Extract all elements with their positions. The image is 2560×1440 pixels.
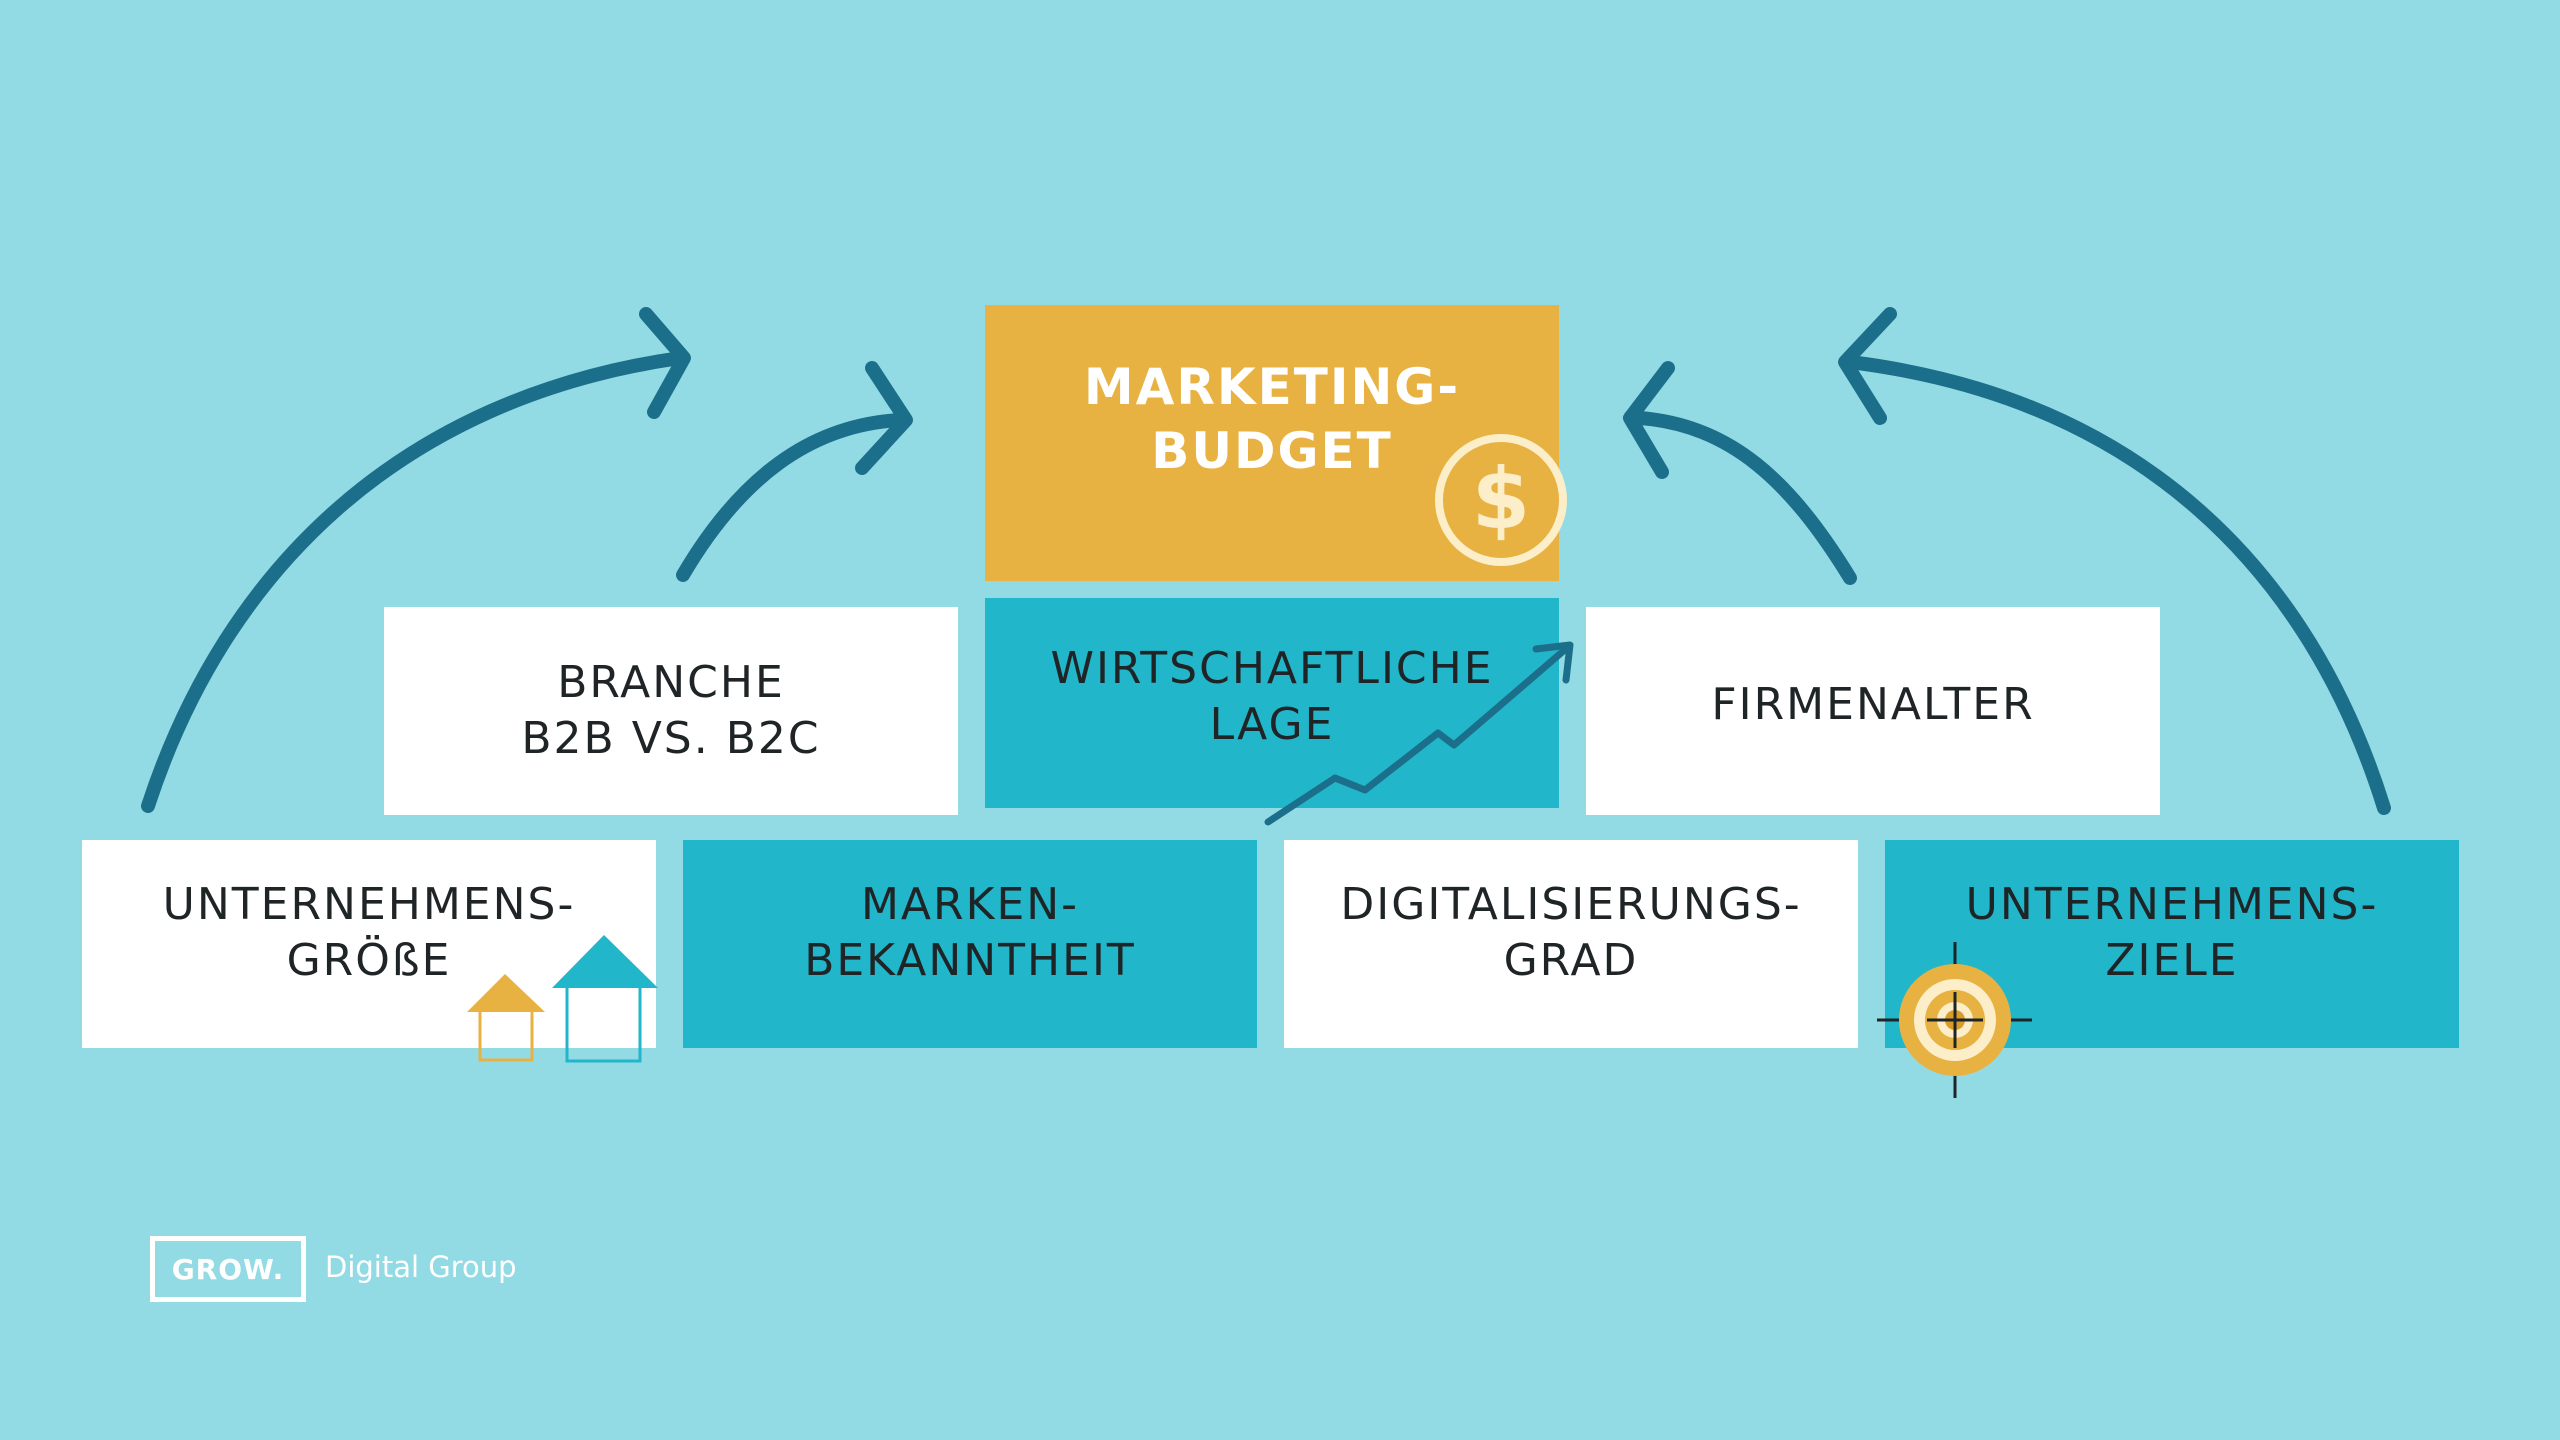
branche-line2: B2B VS. B2C bbox=[521, 713, 821, 764]
unternehmensziele-line2: ZIELE bbox=[2105, 935, 2239, 986]
arrow-outer-right-head bbox=[1838, 307, 1897, 425]
arrow-outer-right bbox=[1843, 355, 2391, 815]
target-icon bbox=[1877, 942, 2032, 1098]
markenbekanntheit-box: MARKEN- BEKANNTHEIT bbox=[683, 840, 1257, 1048]
wirtschaftliche-lage-line1: WIRTSCHAFTLICHE bbox=[1050, 642, 1494, 694]
arrow-outer-left bbox=[141, 351, 687, 813]
marketing-budget-line2: BUDGET bbox=[1151, 422, 1393, 480]
unternehmensziele-line1: UNTERNEHMENS- bbox=[1965, 878, 2379, 930]
wirtschaftliche-lage-line2: LAGE bbox=[1209, 699, 1335, 750]
firmenalter-box: FIRMENALTER bbox=[1586, 607, 2160, 815]
rising-trend-arrow-icon bbox=[1264, 641, 1574, 826]
arrow-inner-left-head bbox=[855, 361, 913, 475]
marketing-budget-line1: MARKETING- bbox=[1083, 358, 1461, 416]
arrow-inner-left bbox=[676, 413, 907, 582]
marketing-budget-box: MARKETING- BUDGET bbox=[985, 305, 1559, 581]
branche-line1: BRANCHE bbox=[557, 656, 785, 708]
houses-icon bbox=[467, 935, 658, 1063]
unternehmensgroesse-box: UNTERNEHMENS- GRÖßE bbox=[82, 840, 656, 1048]
digitalisierungsgrad-box: DIGITALISIERUNGS- GRAD bbox=[1284, 840, 1858, 1048]
dollar-coin-icon: $ bbox=[1435, 434, 1567, 566]
unternehmensgroesse-line1: UNTERNEHMENS- bbox=[162, 878, 576, 930]
svg-text:$: $ bbox=[1472, 450, 1530, 548]
company-name: Digital Group bbox=[325, 1250, 517, 1284]
arrow-outer-left-head bbox=[639, 307, 691, 419]
firmenalter-line1: FIRMENALTER bbox=[1711, 678, 2035, 730]
arrow-inner-right bbox=[1633, 411, 1857, 585]
markenbekanntheit-line2: BEKANNTHEIT bbox=[804, 935, 1136, 986]
grow-logo-text: GROW. bbox=[171, 1252, 285, 1286]
arrow-inner-right-head bbox=[1623, 361, 1675, 479]
unternehmensgroesse-line2: GRÖßE bbox=[286, 935, 452, 986]
digitalisierungsgrad-line2: GRAD bbox=[1503, 935, 1639, 986]
markenbekanntheit-line1: MARKEN- bbox=[860, 878, 1080, 930]
digitalisierungsgrad-line1: DIGITALISIERUNGS- bbox=[1340, 878, 1802, 930]
grow-logo-mark: GROW. bbox=[150, 1236, 306, 1302]
branche-box: BRANCHE B2B VS. B2C bbox=[384, 607, 958, 815]
wirtschaftliche-lage-box: WIRTSCHAFTLICHE LAGE bbox=[985, 598, 1559, 808]
